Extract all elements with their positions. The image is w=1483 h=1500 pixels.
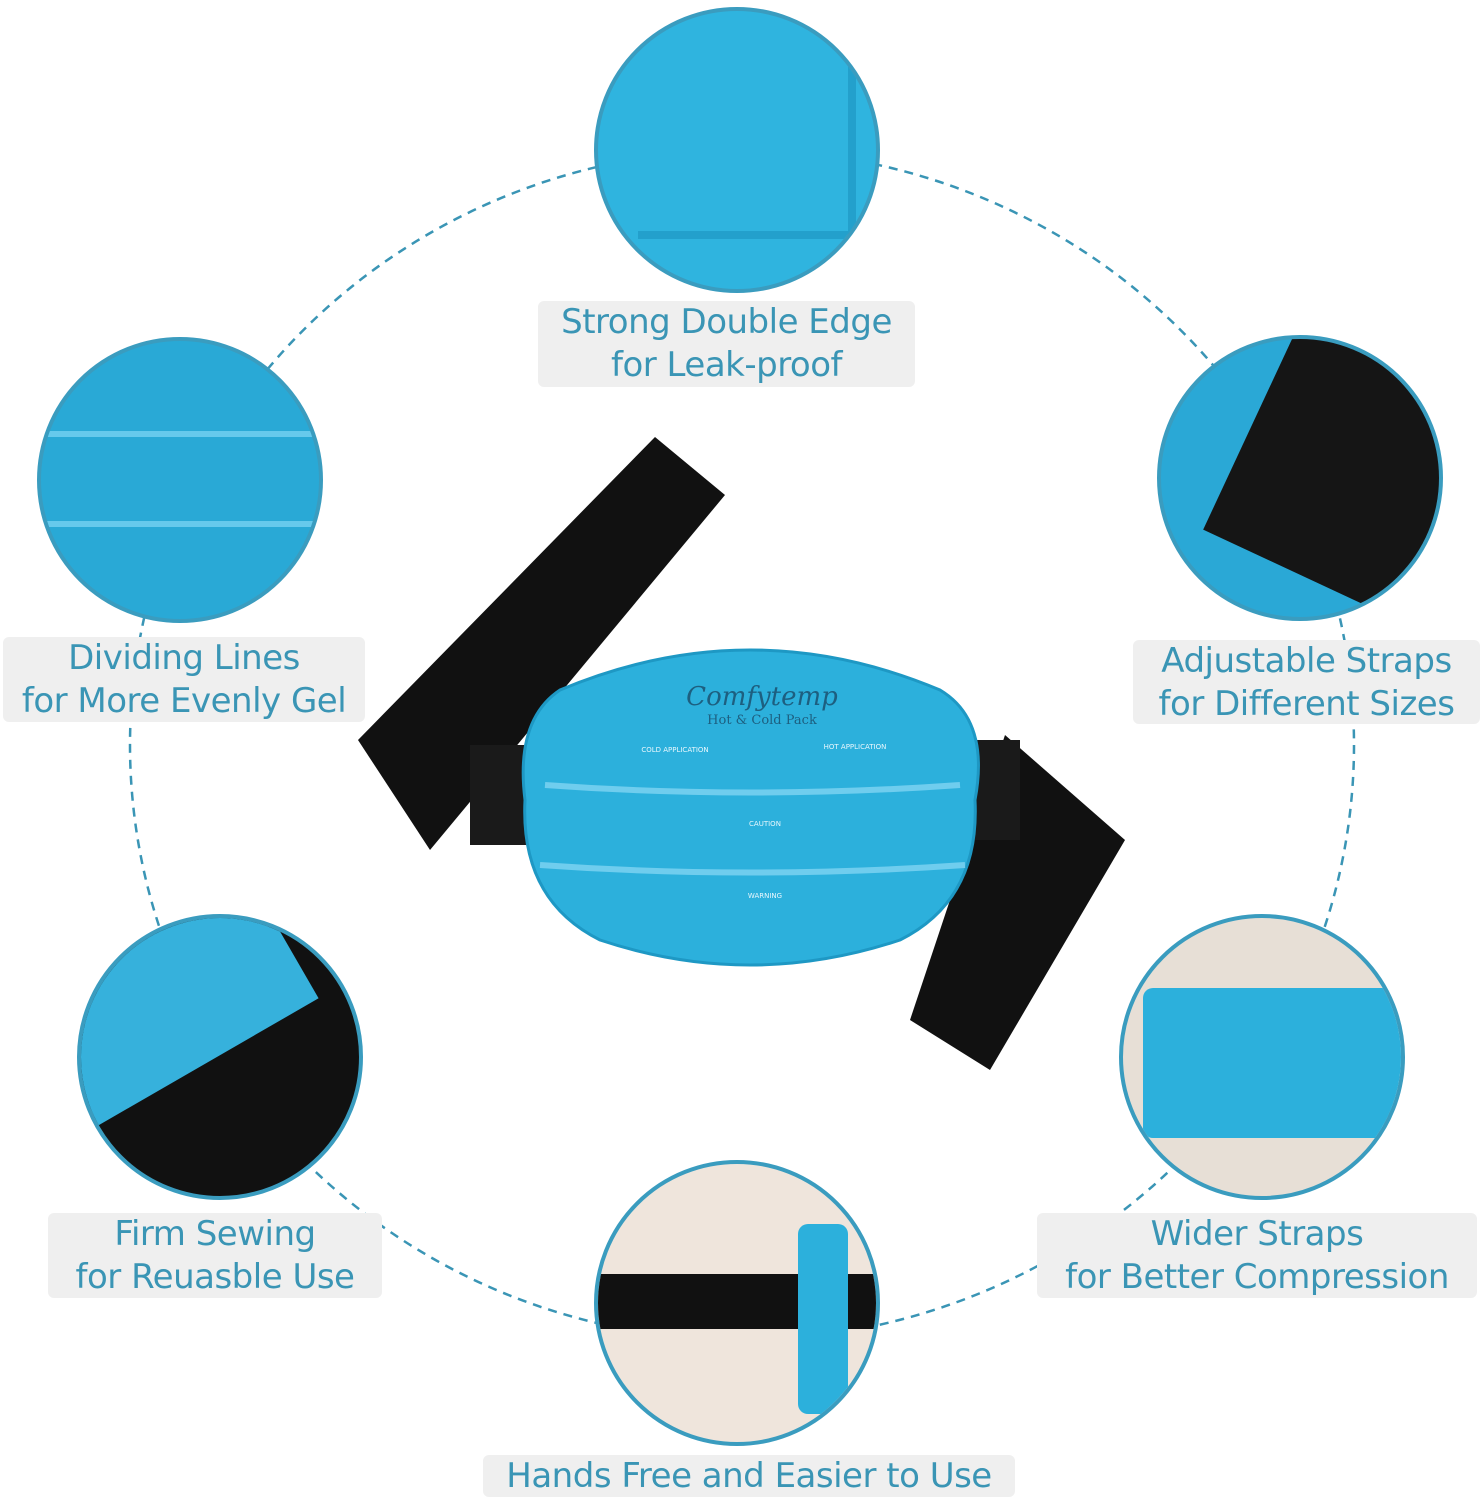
label-line: Hands Free and Easier to Use [506, 1456, 992, 1496]
detail-circle-double-edge [594, 7, 880, 293]
label-line: for Different Sizes [1158, 684, 1455, 724]
hot-heading: HOT APPLICATION [824, 743, 887, 751]
gel-pack [521, 648, 980, 967]
label-line: for Better Compression [1065, 1257, 1449, 1297]
label-line: Adjustable Straps [1161, 641, 1452, 681]
caution-heading: CAUTION [749, 820, 781, 828]
feature-label-dividing-lines: Dividing Lines for More Evenly Gel [3, 637, 365, 722]
feature-label-double-edge: Strong Double Edge for Leak-proof [538, 301, 915, 387]
detail-circle-wider-straps [1119, 914, 1405, 1200]
detail-circle-hands-free [594, 1160, 880, 1446]
label-line: Strong Double Edge [561, 302, 892, 342]
detail-circle-firm-sewing [77, 914, 363, 1200]
label-line: for More Evenly Gel [21, 681, 347, 721]
feature-label-firm-sewing: Firm Sewing for Reuasble Use [48, 1213, 382, 1298]
label-line: Firm Sewing [114, 1214, 316, 1254]
detail-circle-dividing-lines [37, 337, 323, 623]
feature-label-wider-straps: Wider Straps for Better Compression [1037, 1213, 1477, 1298]
feature-label-adjustable-straps: Adjustable Straps for Different Sizes [1133, 640, 1480, 724]
label-line: for Reuasble Use [75, 1257, 355, 1297]
detail-circle-adjustable-straps [1157, 335, 1443, 621]
cold-heading: COLD APPLICATION [641, 746, 708, 754]
pack-subtitle: Hot & Cold Pack [707, 713, 817, 728]
label-line: Dividing Lines [68, 638, 300, 678]
brand-logo: Comfytemp [686, 682, 838, 712]
warning-heading: WARNING [748, 892, 782, 900]
feature-label-hands-free: Hands Free and Easier to Use [483, 1455, 1015, 1497]
label-line: Wider Straps [1150, 1214, 1364, 1254]
label-line: for Leak-proof [611, 345, 843, 385]
